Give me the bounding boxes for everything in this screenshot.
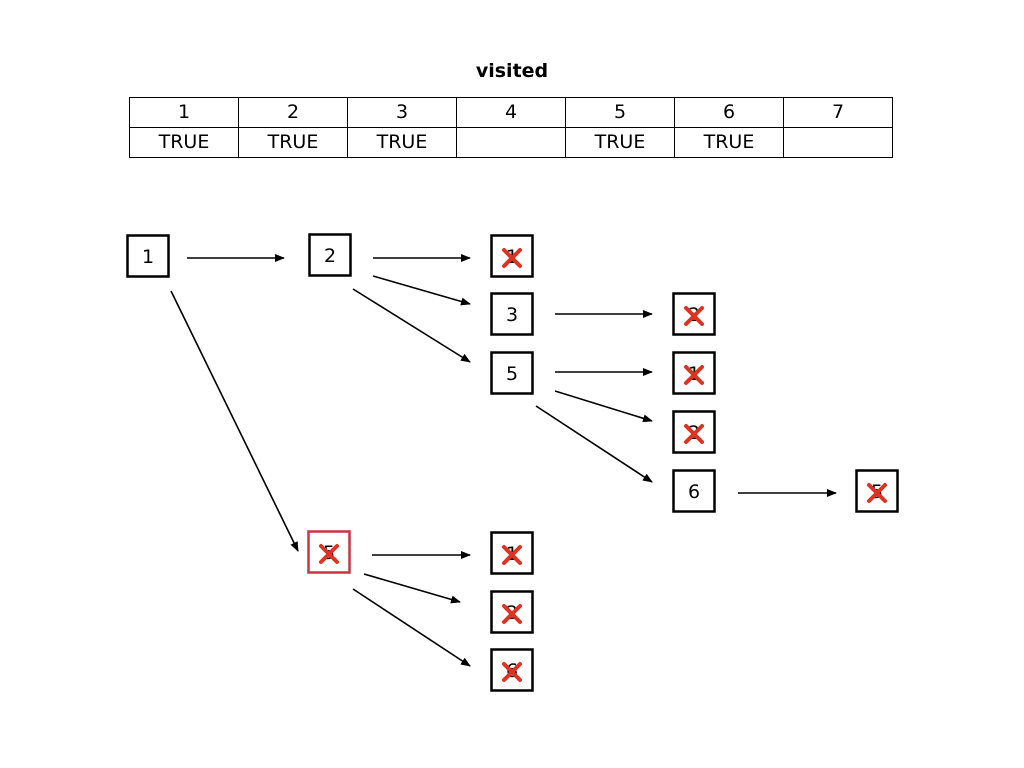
visited-value-cell: TRUE xyxy=(129,127,239,158)
node-box xyxy=(490,234,534,278)
node-n6: 6 xyxy=(672,469,716,513)
visited-value-row: TRUE TRUE TRUE TRUE TRUE xyxy=(129,127,893,158)
node-box xyxy=(490,351,534,395)
node-label: 2 xyxy=(324,245,336,267)
cross-mark-icon xyxy=(867,483,887,503)
edge-arrow-n1b-to-n1bb xyxy=(363,573,461,604)
node-n5a: 1 xyxy=(672,351,716,395)
node-box xyxy=(490,292,534,336)
node-label: 3 xyxy=(506,304,518,326)
node-box xyxy=(672,469,716,513)
visited-value-cell xyxy=(456,127,566,158)
node-n3: 3 xyxy=(490,292,534,336)
edge-arrow-n5-to-n6 xyxy=(535,405,653,483)
node-n5b: 2 xyxy=(672,410,716,454)
node-box xyxy=(308,233,352,277)
visited-header-cell: 2 xyxy=(238,97,348,128)
visited-table: 1 2 3 4 5 6 7 TRUE TRUE TRUE TRUE TRUE xyxy=(129,97,893,158)
node-n1bc: 6 xyxy=(490,648,534,692)
cross-mark-icon xyxy=(502,248,522,268)
cross-mark-icon xyxy=(684,424,704,444)
cross-mark-icon xyxy=(684,306,704,326)
visited-title: visited xyxy=(475,60,549,82)
node-n1bb: 2 xyxy=(490,590,534,634)
node-label: 6 xyxy=(688,481,700,503)
edge-arrow-n2-to-n5 xyxy=(352,288,471,363)
cross-mark-icon xyxy=(319,544,339,564)
visited-value-cell xyxy=(783,127,893,158)
visited-header-row: 1 2 3 4 5 6 7 xyxy=(129,97,893,128)
nodes-layer: 1 2 1 3 5 2 1 2 6 5 5 1 2 6 xyxy=(126,233,899,692)
visited-value-cell: TRUE xyxy=(347,127,457,158)
visited-value-cell: TRUE xyxy=(238,127,348,158)
edge-arrow-n5-to-n5b xyxy=(554,390,653,423)
node-box xyxy=(672,410,716,454)
node-n6a: 5 xyxy=(855,469,899,513)
node-n2a: 1 xyxy=(490,234,534,278)
node-box xyxy=(490,531,534,575)
node-box xyxy=(672,292,716,336)
node-label: 5 xyxy=(506,363,518,385)
visited-value-cell: TRUE xyxy=(565,127,675,158)
visited-value-cell: TRUE xyxy=(674,127,784,158)
edge-arrow-n2-to-n3 xyxy=(372,275,471,306)
node-n1ba: 1 xyxy=(490,531,534,575)
node-n2: 2 xyxy=(308,233,352,277)
node-label: 1 xyxy=(142,246,154,268)
cross-mark-icon xyxy=(684,365,704,385)
node-n5: 5 xyxy=(490,351,534,395)
edge-arrow-n1-to-n1b xyxy=(170,290,299,552)
node-box xyxy=(126,234,170,278)
cross-mark-icon xyxy=(502,545,522,565)
cross-mark-icon xyxy=(502,662,522,682)
cross-mark-icon xyxy=(502,604,522,624)
edges-layer xyxy=(170,254,837,667)
edge-arrow-n1b-to-n1bc xyxy=(352,588,471,667)
node-n3a: 2 xyxy=(672,292,716,336)
node-n1b: 5 xyxy=(307,530,351,574)
visited-header-cell: 4 xyxy=(456,97,566,128)
node-n1: 1 xyxy=(126,234,170,278)
visited-header-cell: 3 xyxy=(347,97,457,128)
visited-header-cell: 1 xyxy=(129,97,239,128)
visited-header-cell: 7 xyxy=(783,97,893,128)
